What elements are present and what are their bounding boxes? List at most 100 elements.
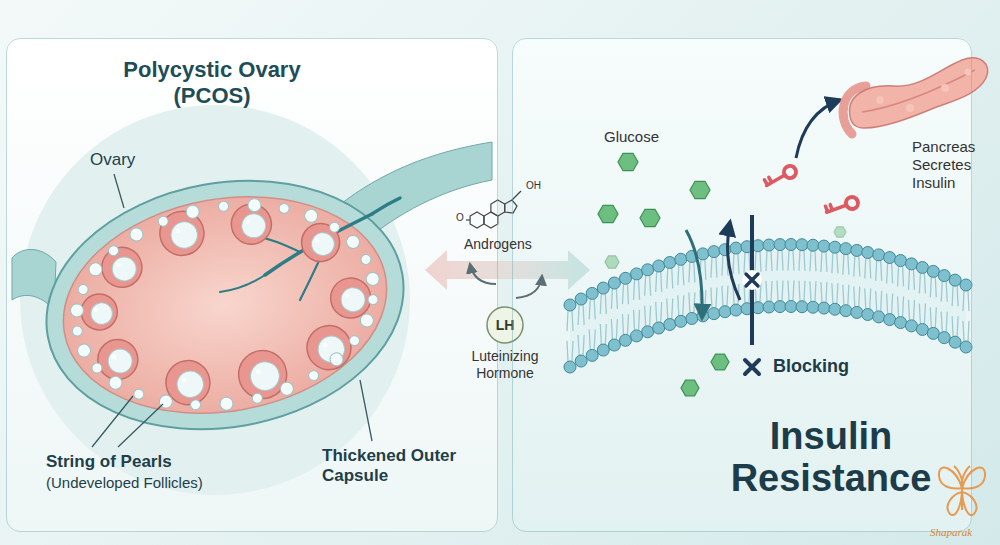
follicle-wall — [99, 244, 145, 290]
lipid-tail — [832, 283, 833, 303]
follicle-fluid — [169, 220, 200, 251]
pancreas — [843, 58, 987, 134]
lipid-tail — [799, 281, 800, 301]
lipid-tail — [678, 265, 679, 285]
lipid-tail — [935, 277, 936, 297]
lipid-tail — [594, 329, 595, 349]
lipid-tail — [848, 255, 849, 275]
insulin-key — [764, 164, 799, 191]
lipid-head — [653, 322, 665, 334]
ovary-stroma — [46, 172, 404, 437]
lipid-head — [862, 309, 874, 321]
lipid-head — [619, 272, 631, 284]
pearl-follicle — [91, 362, 103, 374]
lipid-tail — [865, 259, 866, 279]
lipid-tail — [908, 300, 909, 320]
pearl-follicle — [360, 254, 372, 266]
lipid-tail — [716, 288, 717, 308]
lipid-tail — [804, 281, 805, 301]
lipid-tail — [578, 335, 579, 355]
lipid-tail — [667, 299, 668, 319]
lipid-tail — [760, 252, 761, 272]
lipid-tail — [941, 282, 942, 302]
lipid-tail — [744, 253, 745, 273]
lipid-tail — [683, 265, 684, 285]
lipid-tail — [656, 272, 657, 292]
follicle-wall — [95, 336, 141, 382]
panel-title: Polycystic Ovary (PCOS) — [107, 57, 317, 110]
lipid-tail — [799, 251, 800, 271]
follicle-highlight — [245, 219, 250, 224]
lipid-tail — [935, 307, 936, 327]
lipid-tail — [870, 259, 871, 279]
lipid-head — [905, 320, 917, 332]
lipid-head — [730, 242, 742, 254]
lipid-tail — [832, 253, 833, 273]
lipid-tail — [957, 286, 958, 306]
lipid-head — [730, 304, 742, 316]
follicle-highlight — [315, 238, 320, 243]
lipid-head — [597, 282, 609, 294]
lipid-tail — [777, 281, 778, 301]
lipid-head — [884, 314, 896, 326]
lipid-tail — [946, 282, 947, 302]
lipid-head — [949, 274, 961, 286]
lipid-tail — [656, 302, 657, 322]
lipid-tail — [589, 329, 590, 349]
cycle-arrow — [470, 264, 496, 284]
organ-label: Pancreas Secretes Insulin — [912, 138, 992, 192]
lipid-head — [785, 239, 797, 251]
lipid-tail — [722, 256, 723, 276]
lipid-head — [619, 334, 631, 346]
lipid-head — [938, 270, 950, 282]
leader-lines — [92, 174, 372, 447]
lipid-head — [916, 323, 928, 335]
lipid-head — [905, 258, 917, 270]
lipid-head — [642, 326, 654, 338]
lipid-tail — [968, 291, 969, 311]
lipid-tail — [766, 281, 767, 301]
lipid-tail — [898, 267, 899, 287]
lipid-head — [796, 239, 808, 251]
glucose-hexagon — [681, 380, 699, 396]
lipid-tail — [963, 291, 964, 311]
lipid-tail — [639, 310, 640, 330]
follicle-highlight — [182, 377, 187, 382]
lipid-head — [675, 315, 687, 327]
lipid-tail — [694, 262, 695, 282]
lipid-head — [960, 279, 972, 291]
lipid-head — [796, 301, 808, 313]
panel-fill — [6, 38, 498, 532]
lipid-tail — [941, 312, 942, 332]
lipid-tail — [876, 291, 877, 311]
follicle-wall — [78, 291, 120, 333]
lipid-tail — [782, 281, 783, 301]
lipid-tail — [837, 253, 838, 273]
lipid-tail — [913, 270, 914, 290]
lipid-tail — [627, 314, 628, 334]
lipid-tail — [634, 280, 635, 300]
lipid-head — [840, 243, 852, 255]
block-mark — [745, 360, 759, 374]
lipid-tail — [892, 294, 893, 314]
lipid-head — [708, 246, 720, 258]
pearl-follicle — [252, 392, 264, 404]
lipid-tail — [627, 284, 628, 304]
lipid-tail — [957, 316, 958, 336]
lipid-tail — [622, 284, 623, 304]
glucose-hexagon — [690, 181, 710, 198]
lipid-tail — [645, 276, 646, 296]
lipid-tail — [600, 324, 601, 344]
lipid-head — [564, 299, 576, 311]
lipid-tail — [572, 311, 573, 331]
lipid-tail — [810, 281, 811, 301]
hormone-circle: LHLuteinizing Hormone — [486, 306, 524, 350]
pearl-follicle — [247, 198, 262, 213]
follicle-wall — [235, 347, 291, 403]
pearl-follicle — [359, 313, 374, 328]
lipid-tail — [578, 305, 579, 325]
lipid-tail — [705, 290, 706, 310]
lipid-tail — [865, 289, 866, 309]
lipid-tail — [930, 277, 931, 297]
lipid-tail — [810, 251, 811, 271]
